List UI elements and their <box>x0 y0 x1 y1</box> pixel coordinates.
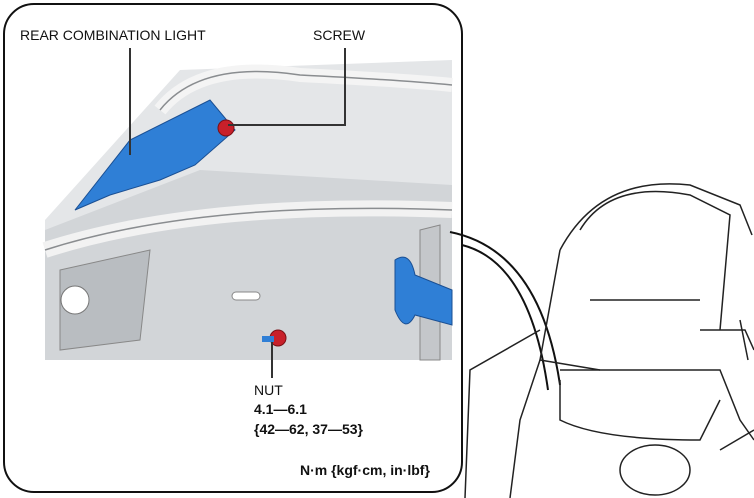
screw-part <box>217 119 235 137</box>
label-rear-combination-light: REAR COMBINATION LIGHT <box>20 27 206 43</box>
label-screw: SCREW <box>313 27 366 43</box>
detail-view <box>42 60 453 361</box>
rear-combination-light-part <box>74 99 236 211</box>
car-overview <box>464 183 754 498</box>
nut-torque-nm: 4.1—6.1 <box>254 401 307 417</box>
nut-torque-other-units: {42—62, 37—53} <box>254 421 363 437</box>
callout-connector <box>449 231 561 386</box>
leader-line-screw <box>228 48 346 126</box>
label-nut: NUT <box>254 382 283 398</box>
torque-units-legend: N·m {kgf·cm, in·lbf} <box>300 462 430 478</box>
